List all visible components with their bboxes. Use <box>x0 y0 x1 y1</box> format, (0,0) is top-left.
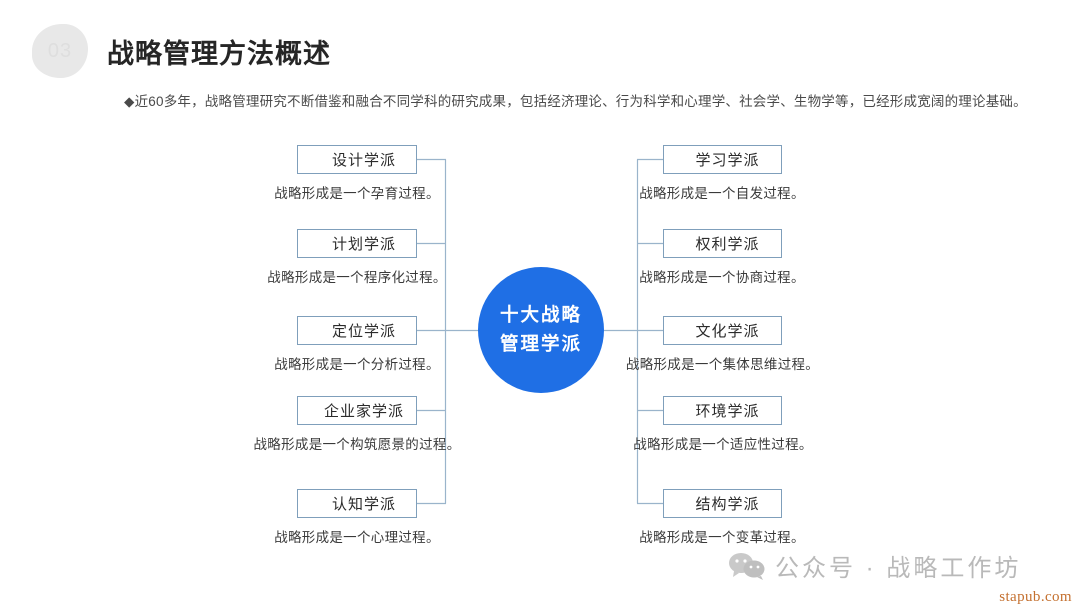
section-number-label: 03 <box>47 39 73 62</box>
node-desc-positioning-school: 战略形成是一个分析过程。 <box>274 357 440 372</box>
center-hub-line1: 十大战略 <box>499 304 582 326</box>
node-box-entrepreneurial-school[interactable]: 企业家学派 <box>297 396 417 425</box>
wechat-icon <box>729 552 765 580</box>
node-box-cognitive-school[interactable]: 认知学派 <box>297 489 417 518</box>
node-box-environmental-school[interactable]: 环境学派 <box>663 396 782 425</box>
node-label: 认知学派 <box>331 496 396 513</box>
node-label: 计划学派 <box>331 236 396 253</box>
node-desc-design-school: 战略形成是一个孕育过程。 <box>274 186 440 201</box>
site-url: stapub.com <box>999 589 1072 605</box>
watermark: 公众号 · 战略工作坊 <box>728 548 1021 583</box>
node-desc-configuration-school: 战略形成是一个变革过程。 <box>639 530 805 545</box>
node-box-learning-school[interactable]: 学习学派 <box>663 145 782 174</box>
page-title: 战略管理方法概述 <box>107 39 331 69</box>
node-label: 文化学派 <box>695 323 760 340</box>
node-box-power-school[interactable]: 权利学派 <box>663 229 782 258</box>
node-label: 结构学派 <box>695 496 760 513</box>
node-label: 定位学派 <box>331 323 396 340</box>
node-desc-power-school: 战略形成是一个协商过程。 <box>639 270 805 285</box>
node-desc-learning-school: 战略形成是一个自发过程。 <box>639 186 805 201</box>
node-box-cultural-school[interactable]: 文化学派 <box>663 316 782 345</box>
node-desc-cognitive-school: 战略形成是一个心理过程。 <box>274 530 440 545</box>
node-box-design-school[interactable]: 设计学派 <box>297 145 417 174</box>
center-hub-line2: 管理学派 <box>499 333 582 354</box>
node-desc-entrepreneurial-school: 战略形成是一个构筑愿景的过程。 <box>253 437 461 452</box>
node-label: 企业家学派 <box>323 403 404 420</box>
node-label: 权利学派 <box>695 236 760 253</box>
page-subtitle: ◆近60多年，战略管理研究不断借鉴和融合不同学科的研究成果，包括经济理论、行为科… <box>124 94 1027 109</box>
node-desc-environmental-school: 战略形成是一个适应性过程。 <box>633 437 813 452</box>
node-desc-planning-school: 战略形成是一个程序化过程。 <box>267 270 447 285</box>
watermark-text: 公众号 · 战略工作坊 <box>775 555 1022 582</box>
node-label: 设计学派 <box>331 152 396 169</box>
section-number-badge: 03 <box>32 24 88 78</box>
node-box-positioning-school[interactable]: 定位学派 <box>297 316 417 345</box>
center-hub-circle[interactable]: 十大战略 管理学派 <box>478 267 604 393</box>
node-desc-cultural-school: 战略形成是一个集体思维过程。 <box>625 357 820 372</box>
node-box-configuration-school[interactable]: 结构学派 <box>663 489 782 518</box>
node-box-planning-school[interactable]: 计划学派 <box>297 229 417 258</box>
node-label: 环境学派 <box>695 403 760 420</box>
node-label: 学习学派 <box>695 152 760 169</box>
